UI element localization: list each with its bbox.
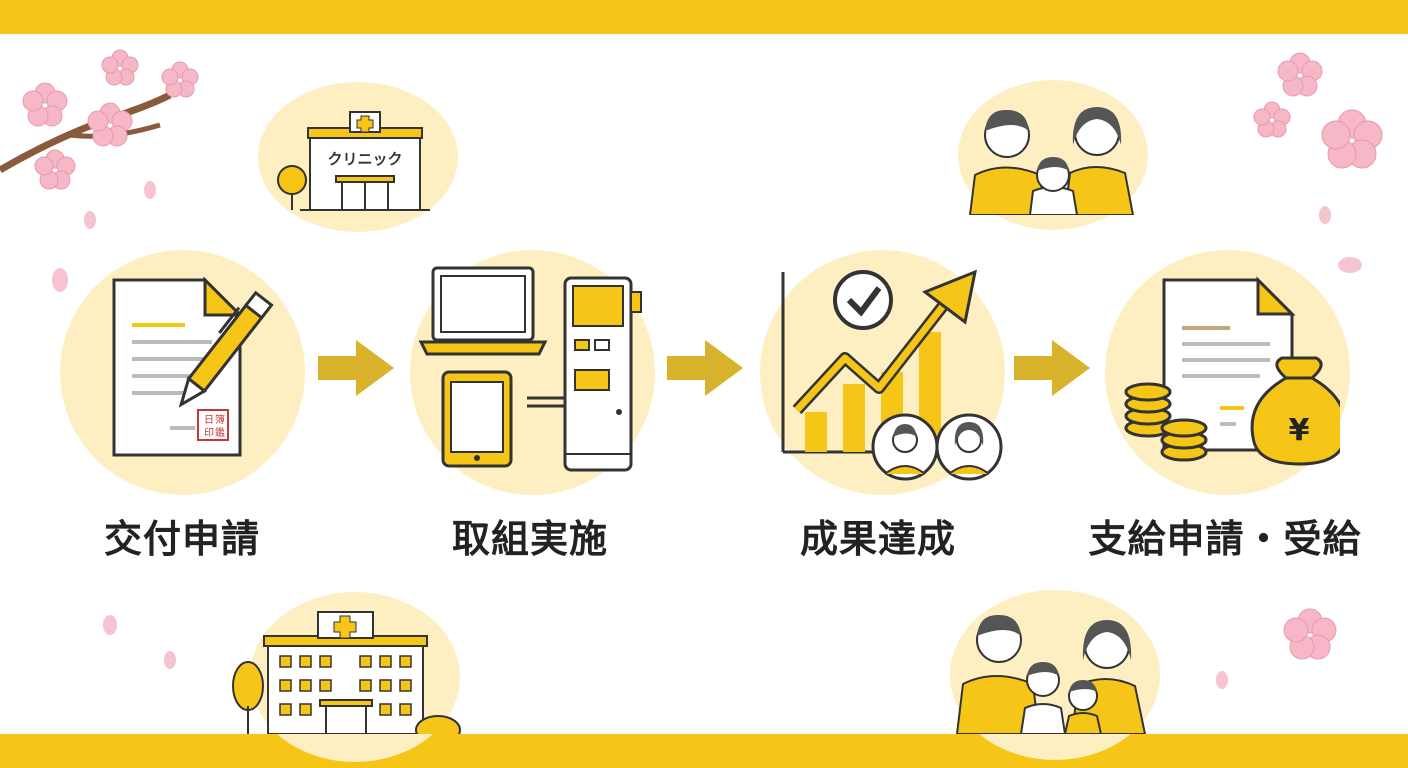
sakura-flowers-icon [1253, 52, 1383, 224]
arrow-right-icon [1014, 340, 1090, 396]
sakura-petal-icon [52, 268, 68, 292]
sakura-petals-icon [103, 615, 176, 669]
sakura-petal-icon [1338, 257, 1362, 273]
step-label: 取組実施 [451, 517, 608, 561]
clinic-building-icon: クリニック [277, 111, 430, 211]
family-icon [955, 614, 1147, 734]
bottom-banner-bar [0, 734, 1408, 768]
arrow-right-icon [318, 340, 394, 396]
step-label: 成果達成 [799, 517, 956, 561]
stamp-char: 鑑 [215, 426, 225, 439]
growth-chart-icon [781, 269, 1003, 481]
money-bag-icon: ¥ [1124, 276, 1340, 466]
seal-stamp-icon [197, 409, 229, 441]
yen-symbol: ¥ [1289, 413, 1310, 448]
clinic-sign-text: クリニック [327, 150, 402, 168]
hospital-building-icon [232, 611, 461, 734]
arrow-right-icon [667, 340, 743, 396]
family-icon [968, 107, 1135, 215]
step-label: 支給申請・受給 [1088, 517, 1362, 561]
document-pen-icon: 日 簿 印 鑑 [112, 276, 274, 457]
step-label: 交付申請 [103, 517, 260, 561]
devices-kiosk-icon [418, 266, 642, 472]
sakura-branch-icon [0, 49, 199, 229]
stamp-char: 印 [204, 427, 214, 439]
stamp-char: 簿 [215, 413, 225, 426]
stamp-char: 日 [204, 415, 214, 426]
sakura-flowers-icon [1216, 608, 1337, 689]
top-banner-bar [0, 0, 1408, 34]
